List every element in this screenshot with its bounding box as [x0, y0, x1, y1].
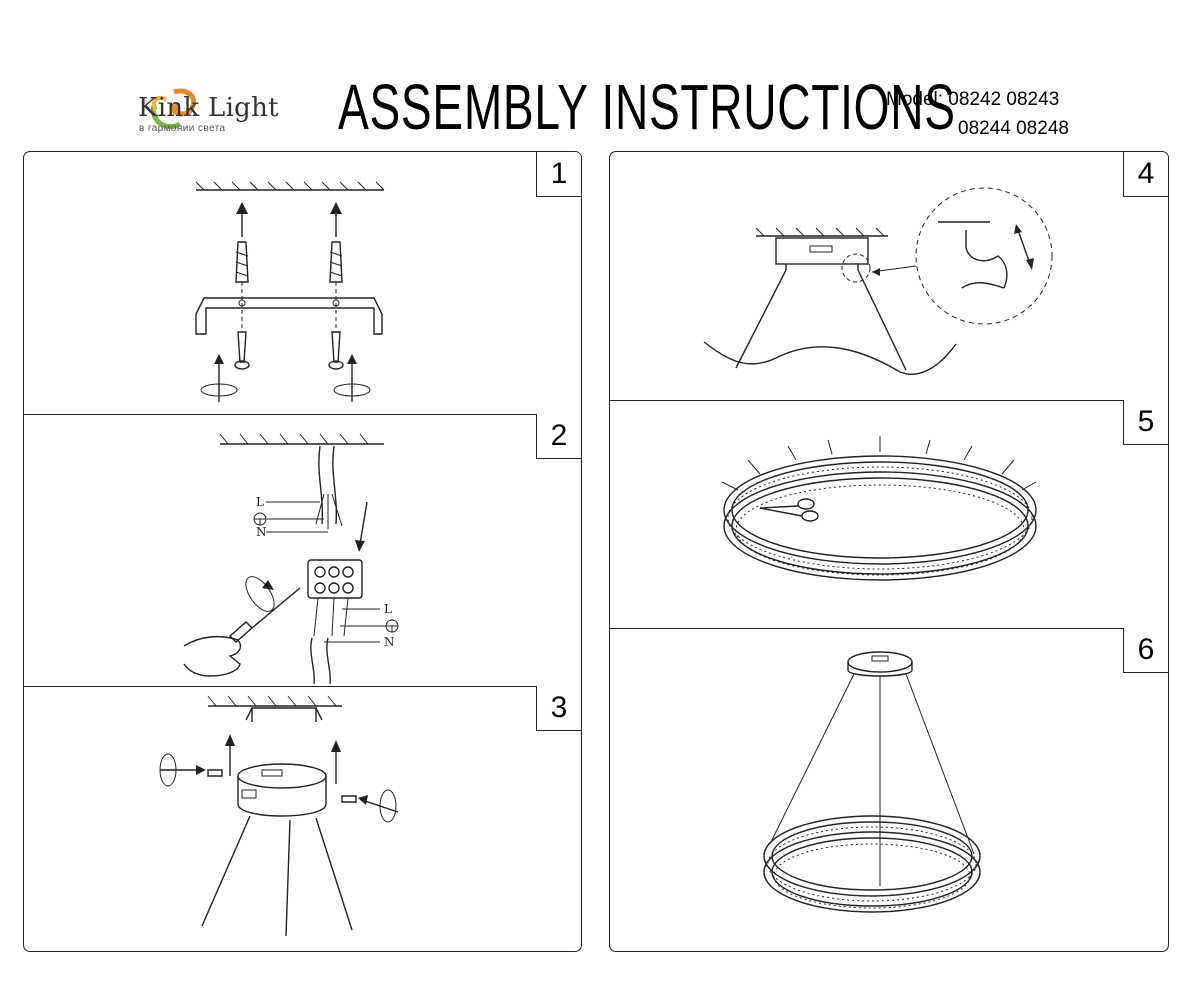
right-instructions-panel: 4 5 6: [609, 151, 1169, 952]
step-1-mounting-bracket-illustration: [195, 181, 385, 402]
wire-label-n-top: N: [256, 525, 267, 539]
wire-label-l-top: L: [256, 495, 264, 509]
step-6-finished-chandelier-illustration: [763, 651, 981, 913]
page-title: ASSEMBLY INSTRUCTIONS: [338, 71, 956, 143]
step-1-number: 1: [536, 152, 581, 197]
step-6-number: 6: [1123, 628, 1168, 673]
wire-label-n-bottom: N: [384, 635, 395, 649]
step-3-number: 3: [536, 686, 581, 731]
brand-tagline: в гармонии света: [139, 123, 226, 134]
step-divider: [610, 628, 1168, 629]
step-2-number: 2: [536, 414, 581, 459]
wire-label-l-bottom: L: [384, 602, 392, 616]
step-4-cable-adjust-illustration: [703, 187, 1053, 375]
step-3-canopy-mounting-illustration: [159, 695, 399, 937]
step-5-ring-unpack-illustration: [721, 436, 1037, 581]
model-numbers-line-2: 08244 08248: [958, 118, 1069, 139]
step-2-wiring-illustration: L N L N: [183, 433, 399, 685]
scissors-icon: [759, 498, 819, 522]
kink-light-logo-icon: [150, 88, 196, 130]
hand-icon: [961, 230, 1008, 289]
rotation-arrow-icon: [245, 576, 275, 612]
step-divider: [610, 400, 1168, 401]
rotation-arrow-icon: [333, 354, 371, 402]
step-5-number: 5: [1123, 400, 1168, 445]
rotation-arrow-icon: [358, 789, 399, 823]
left-instructions-panel: 1 2 3: [23, 151, 582, 952]
brand-name: Kink Light: [138, 93, 279, 123]
model-numbers-line-1: Model: 08242 08243: [886, 89, 1060, 110]
step-4-number: 4: [1123, 152, 1168, 197]
rotation-arrow-icon: [159, 753, 206, 787]
screwdriver-icon: [228, 587, 301, 643]
hand-icon: [183, 635, 242, 677]
step-divider: [24, 414, 581, 415]
rotation-arrow-icon: [200, 354, 238, 402]
step-divider: [24, 686, 581, 687]
